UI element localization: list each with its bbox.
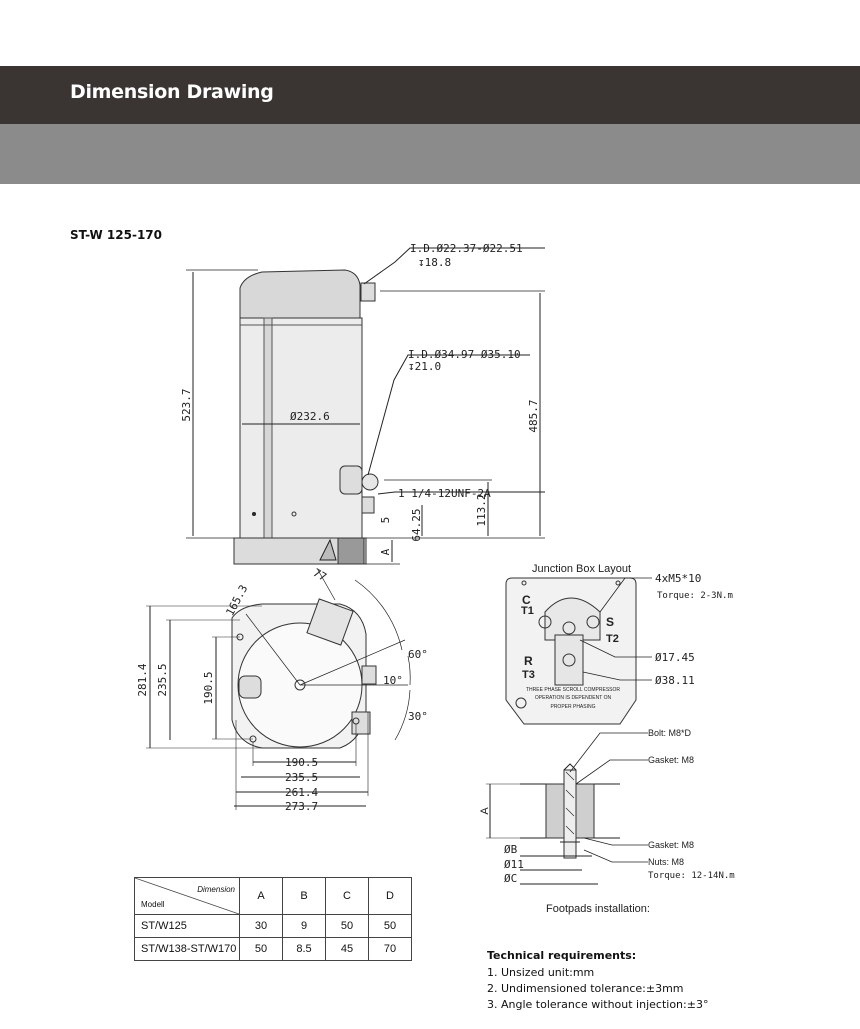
top-view — [146, 569, 411, 810]
compressor-shell — [239, 317, 363, 539]
dimension-table: Dimension Modell A B C D ST/W125 30 9 50… — [134, 877, 412, 961]
height-five-label: 5 — [379, 517, 392, 524]
model-title: ST-W 125-170 — [70, 228, 162, 242]
junction-d1: Ø17.45 — [655, 651, 695, 664]
table-cell: 45 — [325, 937, 369, 961]
width-190-label: 190.5 — [285, 756, 318, 769]
warning-line-2: OPERATION IS DEPENDENT ON — [535, 695, 612, 701]
terminal-t2: T2 — [606, 633, 619, 645]
table-col-a: A — [239, 877, 283, 915]
height-281-label: 281.4 — [136, 663, 149, 696]
height-190-label: 190.5 — [202, 671, 215, 704]
table-corner-bottom: Modell — [141, 900, 165, 909]
angle-30-label: 30° — [408, 710, 428, 723]
table-col-b: B — [282, 877, 326, 915]
tech-title: Technical requirements: — [487, 949, 637, 962]
table-cell: 50 — [239, 937, 283, 961]
width-261-label: 261.4 — [285, 786, 318, 799]
tech-item: 1. Unsized unit:mm — [487, 966, 595, 979]
terminal-c: C — [522, 593, 531, 607]
warning-line-1: THREE PHASE SCROLL COMPRESSOR — [526, 687, 620, 693]
width-273-label: 273.7 — [285, 800, 318, 813]
junction-box — [505, 577, 652, 725]
table-model: ST/W125 — [134, 914, 240, 938]
junction-screws: 4xM5*10 — [655, 572, 701, 585]
table-cell: 8.5 — [282, 937, 326, 961]
height-total-label: 523.7 — [180, 388, 193, 421]
angle-60-label: 60° — [408, 648, 428, 661]
angle-77-label: 77 — [311, 566, 329, 584]
terminal-r: R — [524, 654, 533, 668]
technical-requirements: Technical requirements: 1. Unsized unit:… — [487, 949, 708, 1014]
warning-line-3: PROPER PHASING — [550, 704, 595, 710]
height-discharge-label: 113.2 — [475, 493, 488, 526]
thread-label: 1 1/4-12UNF-2A — [398, 487, 491, 500]
table-col-c: C — [325, 877, 369, 915]
table-col-d: D — [368, 877, 412, 915]
terminal-s: S — [606, 615, 614, 629]
footpad-torque: Torque: 12-14N.m — [648, 871, 735, 881]
table-cell: 50 — [325, 914, 369, 938]
junction-torque: Torque: 2-3N.m — [657, 591, 733, 601]
table-row: ST/W125 30 9 50 50 — [134, 914, 412, 938]
discharge-id-label: I.D.Ø34.97-Ø35.10 — [408, 348, 521, 361]
table-model: ST/W138-ST/W170 — [134, 937, 240, 961]
shell-dia-label: Ø232.6 — [290, 410, 330, 423]
header-subband — [0, 124, 860, 184]
junction-d2: Ø38.11 — [655, 674, 695, 687]
footpad-bolt: Bolt: M8*D — [648, 728, 692, 738]
suction-id-label: I.D.Ø22.37-Ø22.51 — [410, 242, 523, 255]
footpad-gasket-top: Gasket: M8 — [648, 755, 694, 765]
height-235-label: 235.5 — [156, 663, 169, 696]
tech-item: 2. Undimensioned tolerance:±3mm — [487, 982, 684, 995]
header-band — [0, 66, 860, 124]
height-suction-label: 485.7 — [527, 399, 540, 432]
table-cell: 70 — [368, 937, 412, 961]
footpad-gasket-bottom: Gasket: M8 — [648, 840, 694, 850]
discharge-depth-label: ↧21.0 — [408, 360, 441, 373]
suction-fitting — [360, 282, 376, 302]
footpad-caption: Footpads installation: — [546, 903, 650, 915]
footpad-dim-c: ØC — [504, 872, 517, 885]
table-cell: 50 — [368, 914, 412, 938]
footpad-nuts: Nuts: M8 — [648, 857, 684, 867]
dim-a-label: A — [379, 548, 392, 555]
footpad-dim-b: ØB — [504, 843, 518, 856]
terminal-t1: T1 — [521, 605, 534, 617]
width-235-label: 235.5 — [285, 771, 318, 784]
discharge-fitting — [339, 465, 363, 495]
table-cell: 30 — [239, 914, 283, 938]
page-title: Dimension Drawing — [70, 81, 274, 103]
footpad-dim-a: A — [479, 807, 491, 815]
table-row: ST/W138-ST/W170 50 8.5 45 70 — [134, 937, 412, 961]
junction-title: Junction Box Layout — [532, 563, 631, 575]
table-corner-top: Dimension — [197, 885, 235, 894]
footpad-dim-11: Ø11 — [504, 858, 524, 871]
terminal-t3: T3 — [522, 669, 535, 681]
tech-item: 3. Angle tolerance without injection:±3° — [487, 998, 709, 1011]
suction-depth-label: ↧18.8 — [418, 256, 451, 269]
footpad-detail — [486, 732, 648, 885]
side-view — [186, 247, 545, 565]
angle-10-label: 10° — [383, 674, 403, 687]
table-cell: 9 — [282, 914, 326, 938]
height-foot-label: 64.25 — [410, 508, 423, 541]
table-corner-cell: Dimension Modell — [134, 877, 240, 915]
